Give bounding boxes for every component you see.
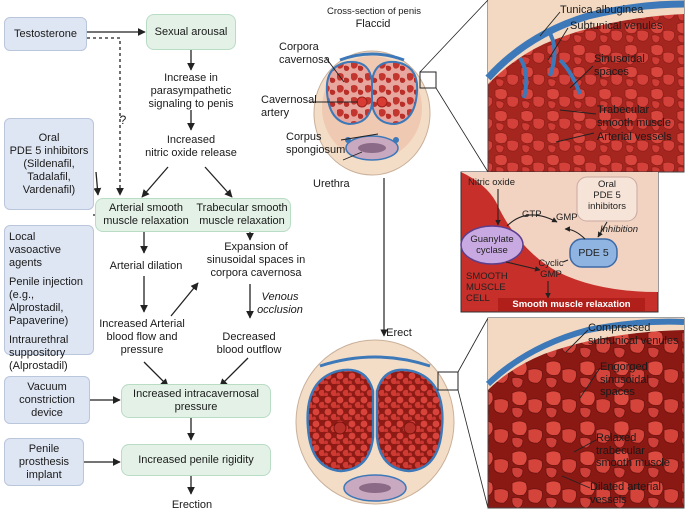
pde5-inhibitors-box: Oral PDE 5 inhibitors (Sildenafil, Tadal… bbox=[4, 118, 94, 210]
intraurethral-label: Intraurethral suppository (Alprostadil) bbox=[9, 334, 69, 372]
erect-zoom-panel bbox=[485, 317, 685, 509]
label-pointers bbox=[310, 11, 601, 489]
prosthesis-box: Penile prosthesis implant bbox=[4, 438, 84, 486]
question-mark: ? bbox=[119, 113, 127, 127]
cavernosal-artery-label: Cavernosal artery bbox=[261, 94, 317, 119]
flowchart-arrows bbox=[84, 28, 254, 495]
gmp-label: GMP bbox=[556, 212, 578, 223]
erect-state-label: Erect bbox=[386, 327, 412, 339]
nitric-oxide-label: Nitric oxide bbox=[468, 177, 515, 188]
local-agents-label: Local vasoactive agents bbox=[9, 231, 61, 269]
vacuum-box: Vacuum constriction device bbox=[4, 376, 90, 424]
trabecular-relax-label: Trabecular smooth muscle relaxation bbox=[196, 202, 288, 227]
guanylate-cyclase-label: Guanylate cyclase bbox=[470, 234, 514, 256]
engorged-sinusoids-label: Engorged sinusoidal spaces bbox=[600, 361, 649, 398]
arterial-vessels-label: Arterial vessels bbox=[597, 131, 672, 143]
penile-injection-label: Penile injection (e.g., Alprostadil, Pap… bbox=[9, 276, 83, 327]
erection-text: Erection bbox=[171, 499, 213, 511]
erect-cross-section bbox=[295, 339, 459, 505]
parasympathetic-text: Increase in parasympathetic signaling to… bbox=[148, 72, 234, 110]
vacuum-label: Vacuum constriction device bbox=[19, 380, 75, 419]
no-release-text: Increased nitric oxide release bbox=[145, 134, 237, 159]
sexual-arousal-box: Sexual arousal bbox=[146, 14, 236, 50]
sinusoidal-spaces-label: Sinusoidal spaces bbox=[594, 53, 645, 78]
oral-pde5-label: Oral PDE 5 inhibitors bbox=[587, 179, 627, 212]
arterial-dilation-text: Arterial dilation bbox=[109, 260, 183, 272]
relaxation-box: Arterial smooth muscle relaxation Trabec… bbox=[95, 198, 291, 232]
inset-panel bbox=[460, 171, 659, 313]
testosterone-box: Testosterone bbox=[4, 17, 87, 51]
increased-blood-flow-text: Increased Arterial blood flow and pressu… bbox=[99, 318, 185, 356]
rigidity-label: Increased penile rigidity bbox=[138, 453, 254, 466]
zoom-line bbox=[435, 87, 489, 173]
flaccid-cross-section bbox=[313, 50, 437, 176]
cyclic-gmp-label: Cyclic GMP bbox=[538, 258, 564, 280]
relaxed-trabecular-label: Relaxed trabecular smooth muscle bbox=[596, 432, 670, 469]
testosterone-dashed-arrow bbox=[87, 37, 124, 196]
inhibition-label: Inhibition bbox=[600, 224, 639, 235]
corpora-cavernosa-label: Corpora cavernosa bbox=[279, 41, 330, 66]
gtp-label: GTP bbox=[522, 209, 542, 220]
urethra-label: Urethra bbox=[313, 178, 350, 190]
pde5-enzyme-label: PDE 5 bbox=[578, 247, 609, 259]
intracavernosal-label: Increased intracavernosal pressure bbox=[133, 388, 259, 413]
compressed-venules-label: Compressed subtunical venules bbox=[588, 322, 679, 347]
smooth-muscle-cell-label: SMOOTH MUSCLE CELL bbox=[466, 271, 508, 304]
decreased-outflow-text: Decreased blood outflow bbox=[216, 331, 282, 356]
testosterone-label: Testosterone bbox=[14, 27, 77, 40]
sexual-arousal-label: Sexual arousal bbox=[154, 25, 228, 38]
local-agents-box: Local vasoactive agents Penile injection… bbox=[4, 225, 94, 372]
dilated-vessels-label: Dilated arterial vessels bbox=[590, 481, 661, 506]
zoom-line bbox=[457, 389, 489, 509]
corpus-spongiosum-label: Corpus spongiosum bbox=[286, 131, 346, 156]
expansion-text: Expansion of sinusoidal spaces in corpor… bbox=[206, 241, 306, 279]
prosthesis-label: Penile prosthesis implant bbox=[18, 442, 70, 481]
zoom-line bbox=[419, 0, 489, 73]
venous-occlusion-text: Venous occlusion bbox=[257, 291, 303, 316]
rigidity-box: Increased penile rigidity bbox=[121, 444, 271, 476]
pde5-inhibitors-label: Oral PDE 5 inhibitors (Sildenafil, Tadal… bbox=[9, 131, 89, 196]
flaccid-state-label: Flaccid bbox=[355, 18, 391, 30]
trabecular-muscle-label: Trabecular smooth muscle bbox=[597, 104, 671, 129]
inset-arrows bbox=[495, 189, 608, 299]
smooth-muscle-relaxation-label: Smooth muscle relaxation bbox=[512, 299, 631, 310]
zoom-line bbox=[457, 317, 489, 373]
subtunical-venules-label: Subtunical venules bbox=[570, 20, 663, 32]
intracavernosal-box: Increased intracavernosal pressure bbox=[121, 384, 271, 418]
tunica-albuginea-label: Tunica albuginea bbox=[560, 4, 644, 16]
cross-section-title: Cross-section of penis bbox=[327, 6, 421, 17]
arterial-relax-label: Arterial smooth muscle relaxation bbox=[103, 202, 189, 227]
